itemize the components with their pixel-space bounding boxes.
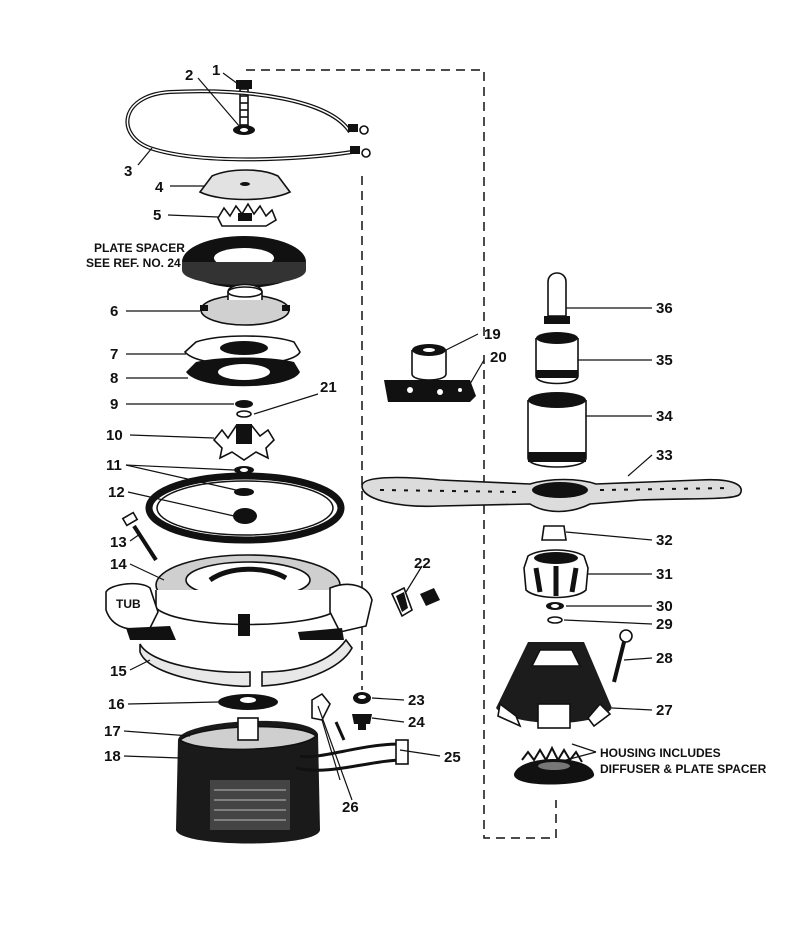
callout-20: 20 bbox=[490, 349, 507, 366]
part-clips bbox=[390, 586, 440, 618]
part-pump-housing bbox=[200, 283, 290, 326]
callout-24: 24 bbox=[408, 714, 425, 731]
callout-4: 4 bbox=[155, 179, 164, 196]
part-spray-arm-nut bbox=[541, 525, 567, 541]
callout-8: 8 bbox=[110, 370, 118, 387]
callout-35: 35 bbox=[656, 352, 673, 369]
callout-17: 17 bbox=[104, 723, 121, 740]
callout-18: 18 bbox=[104, 748, 121, 765]
part-diffuser-housing bbox=[496, 642, 612, 729]
callout-3: 3 bbox=[124, 163, 132, 180]
part-spray-arm bbox=[361, 476, 742, 513]
part-impeller bbox=[217, 202, 277, 227]
tub-section bbox=[105, 582, 373, 640]
callout-36: 36 bbox=[656, 300, 673, 317]
leader-lines bbox=[123, 72, 653, 801]
callout-7: 7 bbox=[110, 346, 118, 363]
notes: PLATE SPACER SEE REF. NO. 24 TUB HOUSING… bbox=[86, 241, 767, 776]
note-housing-line2: DIFFUSER & PLATE SPACER bbox=[600, 762, 767, 776]
part-seal-small bbox=[234, 466, 254, 496]
callout-9: 9 bbox=[110, 396, 118, 413]
callout-5: 5 bbox=[153, 207, 161, 224]
part-collar bbox=[535, 332, 579, 385]
callout-34: 34 bbox=[656, 408, 673, 425]
callout-28: 28 bbox=[656, 650, 673, 667]
part-nut bbox=[353, 692, 371, 704]
part-plate-spacer bbox=[182, 236, 306, 288]
callout-26: 26 bbox=[342, 799, 359, 816]
callout-23: 23 bbox=[408, 692, 425, 709]
callout-13: 13 bbox=[110, 534, 127, 551]
callout-32: 32 bbox=[656, 532, 673, 549]
callout-2: 2 bbox=[185, 67, 193, 84]
callout-33: 33 bbox=[656, 447, 673, 464]
callout-15: 15 bbox=[110, 663, 127, 680]
part-hub bbox=[523, 549, 589, 599]
callout-30: 30 bbox=[656, 598, 673, 615]
note-plate-spacer-line2: SEE REF. NO. 24 bbox=[86, 256, 181, 270]
part-washer bbox=[233, 125, 255, 135]
part-plate bbox=[183, 335, 301, 366]
part-wire-harness bbox=[125, 89, 371, 162]
callout-12: 12 bbox=[108, 484, 125, 501]
part-ring bbox=[236, 410, 252, 418]
part-gasket bbox=[186, 357, 300, 387]
callout-21: 21 bbox=[320, 379, 337, 396]
part-small-screw bbox=[334, 721, 346, 741]
callout-29: 29 bbox=[656, 616, 673, 633]
part-housing-screw bbox=[612, 629, 633, 683]
part-grommet bbox=[352, 714, 372, 730]
part-washers bbox=[546, 602, 564, 624]
callout-14: 14 bbox=[110, 556, 127, 573]
callout-1: 1 bbox=[212, 62, 220, 79]
note-housing-line1: HOUSING INCLUDES bbox=[600, 746, 721, 760]
part-pump-base bbox=[155, 554, 341, 636]
callout-10: 10 bbox=[106, 427, 123, 444]
callout-6: 6 bbox=[110, 303, 118, 320]
part-cover bbox=[198, 169, 292, 201]
part-chopper bbox=[212, 424, 276, 461]
note-plate-spacer-line1: PLATE SPACER bbox=[94, 241, 185, 255]
part-sleeve bbox=[527, 392, 587, 468]
part-large-seal-ring bbox=[145, 472, 345, 544]
part-seal bbox=[235, 400, 253, 408]
part-switch-clip bbox=[311, 692, 341, 781]
part-mounting-ring bbox=[139, 638, 353, 688]
callout-27: 27 bbox=[656, 702, 673, 719]
part-screw bbox=[121, 511, 158, 562]
part-diffuser bbox=[513, 745, 595, 785]
note-tub: TUB bbox=[116, 597, 141, 611]
callout-31: 31 bbox=[656, 566, 673, 583]
part-bolt bbox=[236, 80, 252, 126]
part-bearing bbox=[411, 344, 447, 381]
callout-19: 19 bbox=[484, 326, 501, 343]
part-spray-tube bbox=[544, 272, 570, 324]
callout-numbers: 1 2 3 4 5 6 7 8 9 10 11 12 13 14 15 16 1… bbox=[104, 62, 673, 816]
callout-22: 22 bbox=[414, 555, 431, 572]
part-bracket bbox=[384, 380, 476, 402]
callout-25: 25 bbox=[444, 749, 461, 766]
part-motor bbox=[176, 717, 409, 844]
callout-11: 11 bbox=[106, 457, 122, 474]
callout-16: 16 bbox=[108, 696, 125, 713]
part-coupling bbox=[218, 694, 278, 710]
